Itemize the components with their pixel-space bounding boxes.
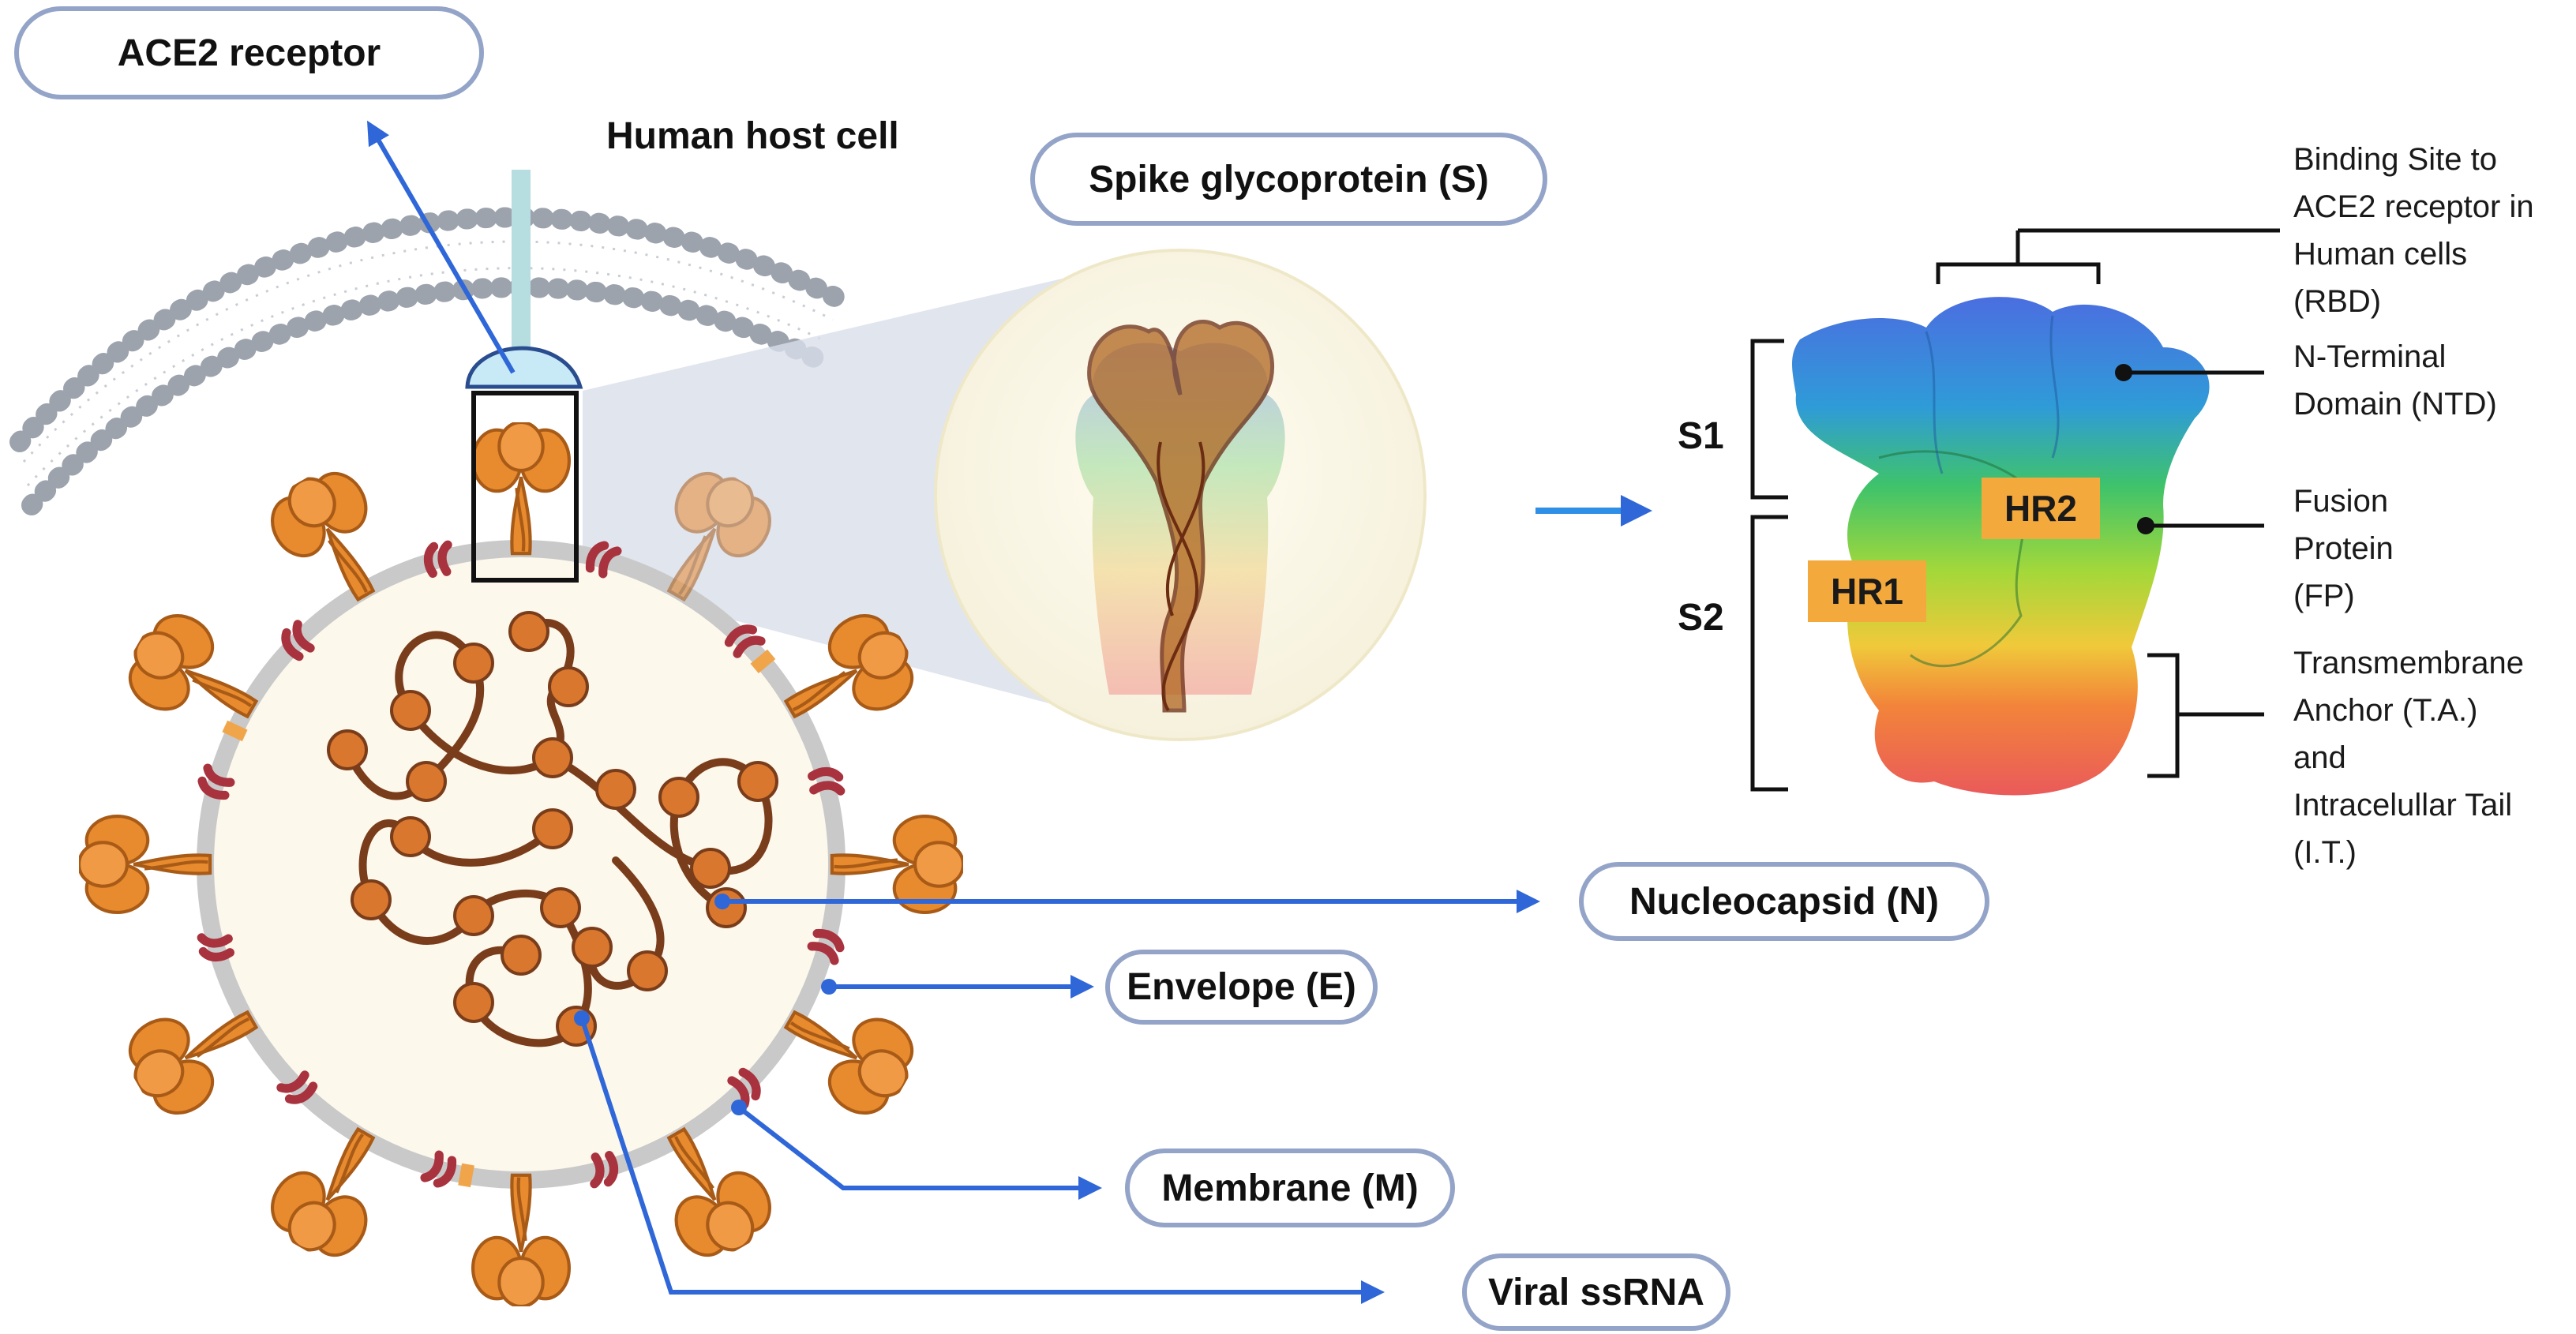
s1-label: S1 — [1678, 415, 1724, 457]
envelope-label: Envelope (E) — [1105, 950, 1378, 1025]
nucleocapsid-bead-icon — [595, 769, 636, 810]
nucleocapsid-bead-icon — [532, 737, 573, 778]
envelope-protein-icon — [458, 1163, 474, 1188]
fp-description: Fusion Protein (FP) — [2293, 478, 2394, 620]
spike-protein-icon — [832, 816, 963, 912]
ace2-receptor-icon — [465, 170, 583, 389]
spike-protein-icon — [473, 1175, 569, 1306]
spike-lens-icon — [934, 249, 1427, 741]
nucleocapsid-bead-icon — [390, 816, 431, 857]
human-host-cell-label: Human host cell — [606, 115, 899, 157]
spike-highlight-box — [471, 391, 579, 583]
rbd-line-2: ACE2 receptor in — [2293, 189, 2534, 224]
rbd-line-4: (RBD) — [2293, 284, 2382, 319]
nucleocapsid-bead-icon — [540, 887, 581, 928]
hr1-label: HR1 — [1808, 560, 1926, 622]
virion-icon — [79, 422, 963, 1306]
nucleocapsid-bead-icon — [548, 666, 589, 707]
ntd-line-2: Domain (NTD) — [2293, 387, 2497, 422]
ta-line-5: (I.T.) — [2293, 835, 2357, 870]
fp-line-2: Protein — [2293, 531, 2394, 566]
fp-line-1: Fusion — [2293, 484, 2389, 519]
nucleocapsid-bead-icon — [453, 643, 494, 684]
nucleocapsid-bead-icon — [453, 895, 494, 936]
structure-brackets — [1750, 228, 2280, 792]
envelope-protein-icon — [750, 649, 776, 674]
nucleocapsid-bead-icon — [737, 761, 778, 802]
ntd-description: N-Terminal Domain (NTD) — [2293, 333, 2497, 428]
ta-line-3: and — [2293, 740, 2346, 775]
nucleocapsid-bead-icon — [501, 935, 542, 976]
leader-arrows — [366, 120, 1540, 1304]
rbd-line-3: Human cells — [2293, 237, 2468, 272]
membrane-label: Membrane (M) — [1125, 1149, 1455, 1227]
nucleocapsid-label: Nucleocapsid (N) — [1579, 862, 1989, 941]
hr2-label: HR2 — [1982, 478, 2100, 539]
spike-protein-structure-icon — [1792, 297, 2210, 796]
nucleocapsid-bead-icon — [406, 761, 447, 802]
ta-line-4: Intracelullar Tail — [2293, 788, 2513, 823]
nucleocapsid-bead-icon — [390, 690, 431, 731]
nucleocapsid-bead-icon — [572, 927, 613, 968]
spike-protein-icon — [473, 422, 569, 553]
nucleocapsid-bead-icon — [690, 848, 731, 889]
nucleocapsid-bead-icon — [351, 879, 392, 920]
envelope-protein-icon — [222, 720, 248, 742]
nucleocapsid-bead-icon — [327, 729, 368, 770]
s2-label: S2 — [1678, 597, 1724, 639]
viral-ssrna-label: Viral ssRNA — [1462, 1253, 1730, 1331]
nucleocapsid-bead-icon — [532, 808, 573, 849]
ta-line-1: Transmembrane — [2293, 646, 2524, 680]
ntd-line-1: N-Terminal — [2293, 339, 2447, 374]
spike-glycoprotein-label: Spike glycoprotein (S) — [1030, 133, 1547, 226]
host-cell-membrane-icon — [9, 207, 851, 515]
rbd-description: Binding Site to ACE2 receptor in Human c… — [2293, 136, 2534, 325]
rbd-line-1: Binding Site to — [2293, 142, 2497, 177]
fp-line-3: (FP) — [2293, 579, 2355, 613]
nucleocapsid-bead-icon — [453, 982, 494, 1023]
ta-description: Transmembrane Anchor (T.A.) and Intracel… — [2293, 639, 2524, 876]
leader-dots — [574, 894, 837, 1115]
nucleocapsid-bead-icon — [508, 611, 549, 652]
nucleocapsid-bead-icon — [658, 777, 699, 818]
nucleocapsid-bead-icon — [627, 950, 668, 991]
ace2-receptor-label: ACE2 receptor — [14, 6, 484, 99]
spike-protein-icon — [79, 816, 210, 912]
ta-line-2: Anchor (T.A.) — [2293, 693, 2478, 728]
